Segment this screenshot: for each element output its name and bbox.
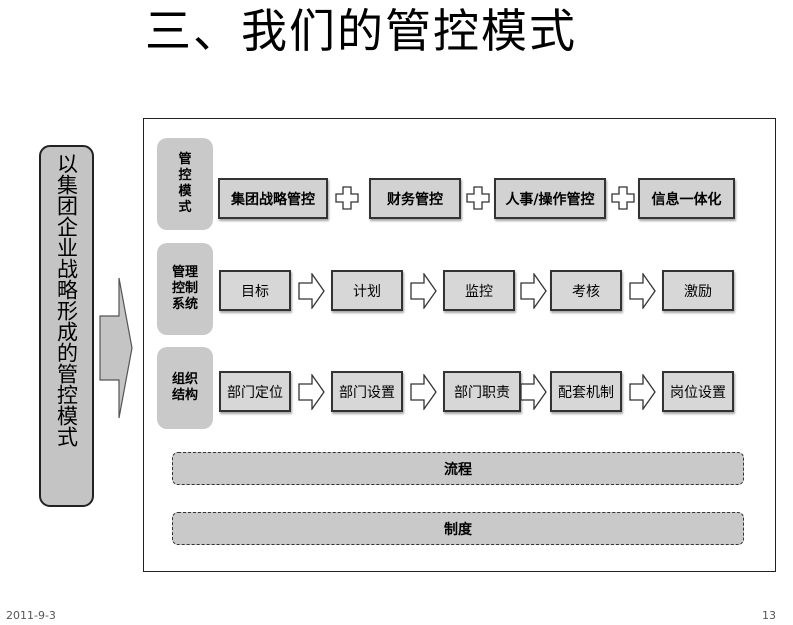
box-hr-operation-control: 人事/操作管控 <box>494 178 606 219</box>
row-label-line: 控制 <box>171 281 198 296</box>
right-arrow-icon <box>629 273 656 309</box>
plus-icon <box>335 186 359 210</box>
box-group-strategy-control: 集团战略管控 <box>218 178 328 219</box>
right-arrow-icon <box>520 374 547 410</box>
box-information-integration: 信息一体化 <box>638 178 735 219</box>
row-label-line: 组织 <box>171 372 198 387</box>
system-bar: 制度 <box>172 512 744 545</box>
box-goal: 目标 <box>219 270 291 311</box>
box-department-setup: 部门设置 <box>331 371 403 412</box>
plus-icon <box>466 186 490 210</box>
row-label-control-mode: 管 控 模 式 <box>157 138 213 230</box>
big-right-arrow-icon <box>99 277 133 419</box>
page-title: 三、我们的管控模式 <box>145 4 577 58</box>
plus-icon <box>611 186 635 210</box>
footer-date: 2011-9-3 <box>6 609 56 622</box>
box-position-setup: 岗位设置 <box>662 371 734 412</box>
box-finance-control: 财务管控 <box>369 178 461 219</box>
box-supporting-mechanism: 配套机制 <box>550 371 622 412</box>
box-department-duties: 部门职责 <box>443 371 521 412</box>
process-bar: 流程 <box>172 452 744 485</box>
row-label-line: 系统 <box>171 297 198 312</box>
left-label-text: 以集团企业战略形成的管控模式 <box>54 153 79 447</box>
row-label-char: 式 <box>178 200 192 215</box>
right-arrow-icon <box>520 273 547 309</box>
row-label-line: 管理 <box>171 265 198 280</box>
box-assessment: 考核 <box>550 270 622 311</box>
box-incentive: 激励 <box>662 270 734 311</box>
row-label-char: 模 <box>178 184 192 199</box>
right-arrow-icon <box>410 273 437 309</box>
box-department-positioning: 部门定位 <box>219 371 291 412</box>
row-label-char: 控 <box>178 168 192 183</box>
right-arrow-icon <box>629 374 656 410</box>
left-label: 以集团企业战略形成的管控模式 <box>39 145 94 507</box>
box-plan: 计划 <box>331 270 403 311</box>
right-arrow-icon <box>298 273 325 309</box>
row-label-char: 管 <box>178 152 192 167</box>
row-label-organization-structure: 组织 结构 <box>157 347 213 429</box>
right-arrow-icon <box>298 374 325 410</box>
row-label-line: 结构 <box>171 388 198 403</box>
page-number: 13 <box>762 609 776 622</box>
box-monitor: 监控 <box>443 270 515 311</box>
right-arrow-icon <box>410 374 437 410</box>
row-label-management-control-system: 管理 控制 系统 <box>157 243 213 335</box>
